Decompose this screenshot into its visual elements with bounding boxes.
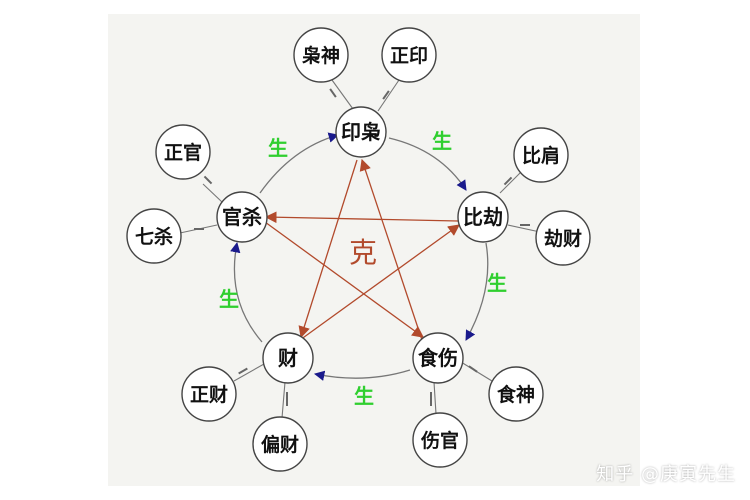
generate-cycle bbox=[230, 132, 489, 381]
subnode-piancai-label: 偏财 bbox=[261, 433, 299, 456]
subnode-zhengguan-label: 正官 bbox=[164, 141, 202, 164]
connector-zhengyin bbox=[377, 79, 400, 112]
subnode-qisha: 七杀 bbox=[126, 208, 182, 264]
generate-label-right: 生 bbox=[487, 271, 507, 295]
subnode-zhengguan: 正官 bbox=[155, 124, 211, 180]
connector-shangguan bbox=[433, 381, 437, 415]
subnode-piancai: 偏财 bbox=[252, 416, 308, 472]
generate-arc-shishang-cai bbox=[313, 369, 411, 381]
node-bijie: 比劫 bbox=[457, 191, 509, 243]
control-line-guansha-shishang bbox=[264, 221, 424, 338]
node-yinxiao-label: 印枭 bbox=[341, 120, 381, 144]
control-line-cai-bijie bbox=[299, 224, 460, 341]
subnode-shangguan-label: 伤官 bbox=[420, 429, 459, 452]
connector-xiaoshen bbox=[331, 79, 354, 110]
subnode-shishen-label: 食神 bbox=[497, 383, 535, 406]
subnode-zhengyin-label: 正印 bbox=[390, 45, 428, 67]
subnode-jiecai: 劫财 bbox=[535, 210, 591, 266]
connector-marks bbox=[194, 88, 530, 406]
node-shishang: 食伤 bbox=[412, 332, 464, 384]
subnode-zhengyin: 正印 bbox=[381, 27, 437, 83]
connector-piancai bbox=[281, 381, 286, 419]
generate-label-bottom: 生 bbox=[354, 384, 374, 408]
connector-zhengguan bbox=[202, 183, 223, 203]
generate-arc-bijie-shishang bbox=[465, 242, 489, 341]
node-guansha: 官杀 bbox=[216, 191, 268, 243]
connector-jiecai bbox=[507, 224, 541, 233]
generate-label-left: 生 bbox=[219, 287, 239, 311]
generate-label-top-right: 生 bbox=[432, 129, 452, 153]
control-line-yinxiao-cai bbox=[298, 159, 358, 339]
subnode-bijian-label: 比肩 bbox=[522, 144, 560, 167]
generate-label-top-left: 生 bbox=[268, 136, 288, 160]
connector-bijian bbox=[499, 171, 522, 194]
node-bijie-label: 比劫 bbox=[463, 205, 503, 229]
node-guansha-label: 官杀 bbox=[222, 205, 262, 229]
subnode-shangguan: 伤官 bbox=[412, 412, 468, 468]
node-yinxiao: 印枭 bbox=[335, 106, 387, 158]
node-cai-label: 财 bbox=[278, 346, 298, 370]
subnode-bijian: 比肩 bbox=[513, 127, 569, 183]
subnode-xiaoshen: 枭神 bbox=[293, 27, 349, 83]
control-star bbox=[264, 158, 460, 341]
generate-arc-cai-guansha bbox=[230, 241, 263, 343]
watermark: 知乎 @庚寅先生 bbox=[596, 464, 736, 485]
subnode-shishen: 食神 bbox=[488, 366, 544, 422]
generate-arc-yinxiao-bijie bbox=[388, 137, 467, 191]
subnode-jiecai-label: 劫财 bbox=[544, 227, 582, 250]
subnode-qisha-label: 七杀 bbox=[135, 225, 173, 248]
subnode-zhengcai: 正财 bbox=[181, 366, 237, 422]
control-label: 克 bbox=[349, 236, 377, 269]
control-line-shishang-yinxiao bbox=[359, 158, 423, 341]
subnode-zhengcai-label: 正财 bbox=[190, 383, 228, 406]
node-cai: 财 bbox=[262, 332, 314, 384]
subnode-xiaoshen-label: 枭神 bbox=[301, 44, 340, 67]
node-shishang-label: 食伤 bbox=[418, 346, 458, 370]
generate-arc-guansha-yinxiao bbox=[259, 132, 340, 194]
connector-zhengcai bbox=[233, 363, 265, 382]
control-line-bijie-guansha bbox=[264, 211, 459, 224]
